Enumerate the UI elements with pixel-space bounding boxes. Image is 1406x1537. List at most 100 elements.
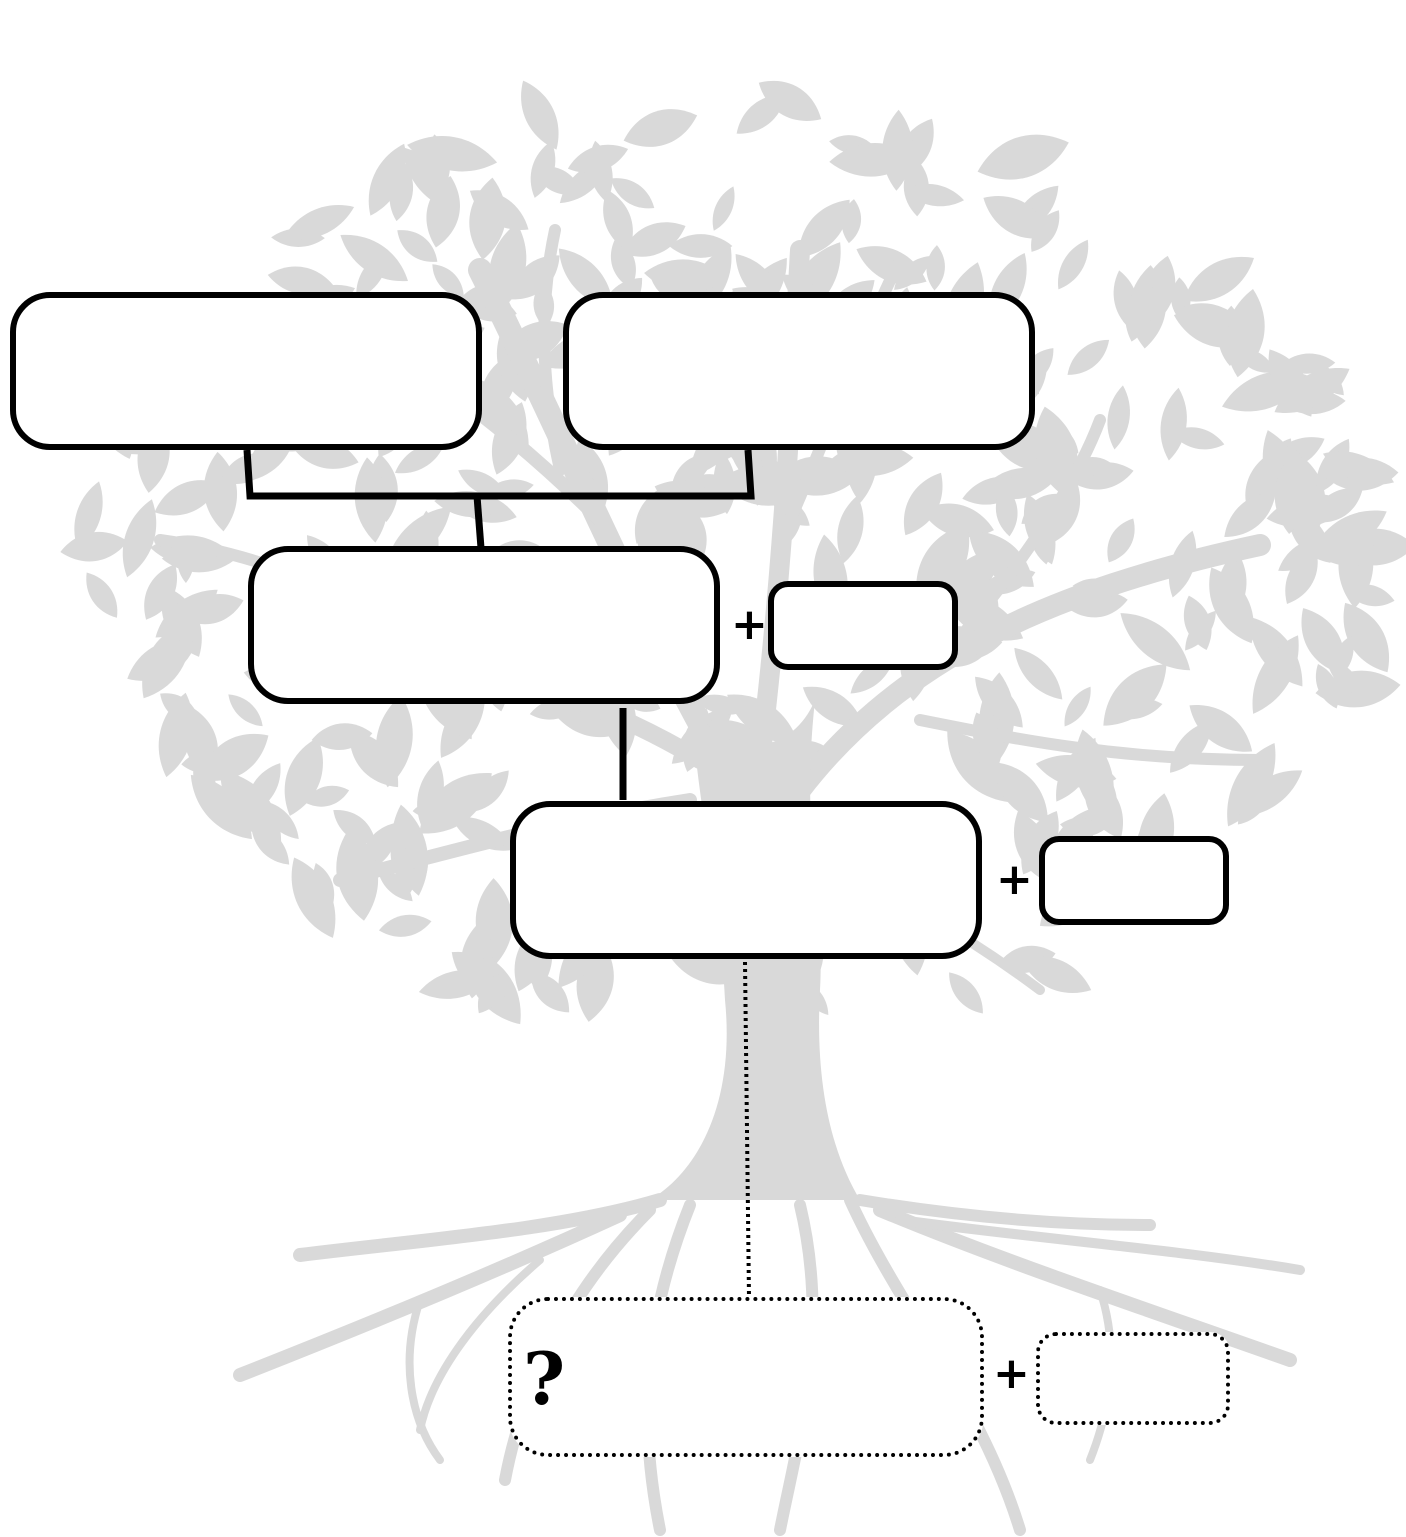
leaf-shape bbox=[622, 222, 686, 257]
leaf-shape bbox=[60, 531, 128, 562]
leaf-shape bbox=[160, 693, 200, 723]
leaf-shape bbox=[975, 676, 1023, 728]
leaf-shape bbox=[1343, 602, 1389, 673]
leaf-shape bbox=[1217, 550, 1247, 624]
leaf-shape bbox=[1120, 613, 1191, 671]
leaf-shape bbox=[426, 134, 450, 191]
leaf-shape bbox=[1183, 595, 1212, 650]
leaf-shape bbox=[1274, 368, 1350, 413]
leaf-shape bbox=[798, 199, 850, 258]
leaf-shape bbox=[377, 867, 413, 902]
leaf-shape bbox=[1107, 385, 1130, 450]
branch-shape bbox=[944, 414, 1106, 656]
leaf-shape bbox=[1034, 406, 1078, 499]
child-box-generation-2[interactable] bbox=[248, 546, 720, 704]
unknown-child-box-generation-4[interactable] bbox=[508, 1297, 984, 1457]
leaf-shape bbox=[311, 723, 373, 750]
leaf-shape bbox=[432, 264, 464, 298]
spouse-box-generation-2[interactable] bbox=[768, 581, 958, 670]
leaf-shape bbox=[1125, 278, 1155, 342]
branch-shape bbox=[914, 714, 1266, 766]
unknown-spouse-box-generation-4[interactable] bbox=[1036, 1332, 1230, 1425]
leaf-shape bbox=[802, 686, 864, 727]
parent-box-left[interactable] bbox=[10, 292, 482, 450]
leaf-shape bbox=[623, 109, 698, 147]
leaf-shape bbox=[122, 499, 157, 578]
leaf-shape bbox=[1274, 450, 1312, 534]
leaf-shape bbox=[356, 250, 388, 299]
leaf-shape bbox=[181, 593, 244, 625]
branch-shape bbox=[538, 224, 566, 476]
leaf-shape bbox=[1301, 608, 1345, 675]
leaf-shape bbox=[669, 234, 733, 258]
leaf-shape bbox=[903, 183, 964, 207]
leaf-shape bbox=[1057, 239, 1089, 290]
leaf-shape bbox=[228, 694, 263, 727]
leaf-shape bbox=[1047, 483, 1081, 544]
leaf-shape bbox=[397, 230, 438, 262]
leaf-shape bbox=[1322, 451, 1395, 485]
leaf-shape bbox=[983, 196, 1050, 239]
leaf-shape bbox=[1014, 647, 1063, 700]
root-shape bbox=[416, 1256, 544, 1434]
leaf-shape bbox=[1281, 353, 1336, 374]
child-box-generation-3[interactable] bbox=[510, 801, 982, 959]
leaf-shape bbox=[947, 730, 1010, 803]
leaf-shape bbox=[1020, 956, 1092, 993]
leaf-shape bbox=[426, 176, 460, 248]
leaf-shape bbox=[261, 800, 299, 840]
leaf-shape bbox=[926, 245, 945, 291]
leaf-shape bbox=[477, 972, 506, 1014]
leaf-shape bbox=[419, 773, 492, 834]
leaf-shape bbox=[190, 774, 252, 840]
leaf-shape bbox=[246, 763, 281, 815]
question-mark-icon: ? bbox=[523, 1336, 566, 1421]
root-shape bbox=[895, 1215, 1305, 1275]
leaf-shape bbox=[127, 640, 197, 681]
leaf-shape bbox=[1059, 817, 1105, 837]
leaf-shape bbox=[610, 178, 655, 209]
leaf-shape bbox=[154, 480, 220, 516]
leaf-shape bbox=[995, 484, 1018, 537]
leaf-shape bbox=[74, 481, 103, 550]
leaf-shape bbox=[469, 190, 529, 230]
leaf-shape bbox=[521, 80, 559, 150]
plus-icon: + bbox=[996, 854, 1033, 905]
leaf-shape bbox=[418, 970, 494, 999]
parent-box-right[interactable] bbox=[563, 292, 1035, 450]
root-shape bbox=[854, 1194, 1156, 1231]
leaf-shape bbox=[1189, 705, 1253, 752]
leaf-shape bbox=[313, 862, 335, 908]
leaf-shape bbox=[903, 472, 943, 536]
leaf-shape bbox=[949, 972, 983, 1014]
leaf-shape bbox=[267, 266, 334, 295]
root-shape bbox=[405, 1296, 444, 1464]
leaf-shape bbox=[1021, 811, 1059, 875]
leaf-shape bbox=[283, 205, 355, 240]
leaf-shape bbox=[530, 141, 556, 198]
spouse-box-generation-3[interactable] bbox=[1039, 836, 1229, 925]
leaf-shape bbox=[251, 825, 290, 865]
leaf-shape bbox=[837, 495, 864, 564]
leaf-shape bbox=[1315, 663, 1339, 709]
leaf-shape bbox=[603, 189, 633, 252]
leaf-shape bbox=[1308, 536, 1386, 566]
leaf-shape bbox=[712, 186, 735, 231]
leaf-shape bbox=[828, 443, 914, 476]
plus-icon: + bbox=[993, 1348, 1030, 1399]
leaf-shape bbox=[199, 734, 269, 781]
leaf-shape bbox=[921, 503, 994, 538]
leaf-shape bbox=[368, 143, 406, 216]
leaf-shape bbox=[1224, 492, 1276, 538]
leaf-shape bbox=[1160, 387, 1187, 461]
leaf-shape bbox=[378, 914, 432, 937]
leaf-shape bbox=[1107, 518, 1135, 563]
leaf-shape bbox=[1285, 548, 1318, 604]
leaf-shape bbox=[994, 762, 1048, 823]
leaf-shape bbox=[1171, 427, 1225, 450]
leaf-shape bbox=[894, 255, 931, 290]
leaf-shape bbox=[841, 199, 861, 244]
leaf-shape bbox=[333, 810, 376, 844]
leaf-shape bbox=[389, 163, 413, 222]
root-shape bbox=[233, 1208, 627, 1382]
